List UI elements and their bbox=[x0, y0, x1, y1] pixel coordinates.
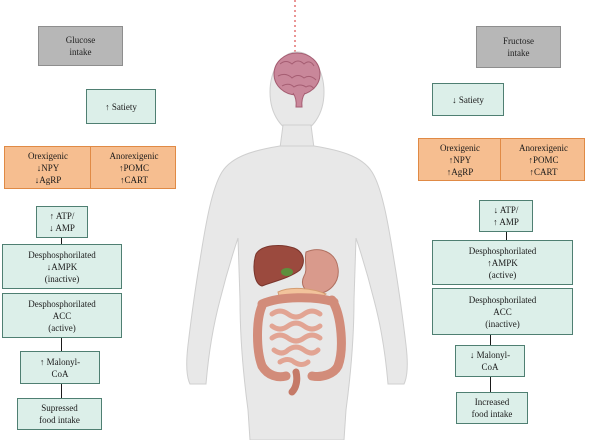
left-acc-line-3: (active) bbox=[48, 322, 76, 333]
left-ampk-line-2: ↓AMPK bbox=[46, 261, 78, 272]
right-acc-line-3: (inactive) bbox=[485, 318, 520, 329]
right-acc-line-2: ACC bbox=[493, 306, 512, 317]
gallbladder-icon bbox=[281, 268, 293, 276]
right-connector-3 bbox=[490, 377, 491, 392]
right-anorexigenic-group: Anorexigenic ↑POMC ↑CART bbox=[501, 139, 586, 180]
left-anorexigenic-title: Anorexigenic bbox=[109, 150, 159, 161]
right-orange-divider bbox=[500, 139, 501, 180]
left-malonyl-line-2: CoA bbox=[51, 368, 69, 379]
right-ampk-line-3: (active) bbox=[488, 269, 517, 280]
right-food-intake-box: Increased food intake bbox=[456, 392, 528, 424]
right-malonyl-box: ↓ Malonyl- CoA bbox=[455, 345, 525, 377]
left-cart: ↑CART bbox=[120, 174, 148, 185]
right-anorexigenic-title: Anorexigenic bbox=[519, 142, 568, 153]
left-malonyl-line-1: ↑ Malonyl- bbox=[39, 356, 81, 367]
right-orexigenic-title: Orexigenic bbox=[440, 142, 480, 153]
right-food-line-2: food intake bbox=[471, 409, 513, 419]
right-atp-label: ↓ ATP/ bbox=[493, 205, 519, 215]
right-satiety-box: ↓ Satiety bbox=[432, 83, 504, 116]
right-acc-line-1: Desphosphorilated bbox=[468, 294, 537, 305]
fructose-intake-box: Fructose intake bbox=[476, 26, 561, 68]
left-ampk-box: Desphosphorilated ↓AMPK (inactive) bbox=[2, 244, 122, 289]
left-agrp: ↓AgRP bbox=[34, 174, 62, 185]
fructose-intake-label-2: intake bbox=[507, 48, 530, 58]
left-orexigenic-title: Orexigenic bbox=[28, 150, 68, 161]
right-food-line-1: Increased bbox=[474, 397, 510, 407]
glucose-intake-label-2: intake bbox=[69, 47, 92, 57]
left-food-line-2: food intake bbox=[39, 415, 80, 425]
right-acc-box: Desphosphorilated ACC (inactive) bbox=[432, 288, 573, 335]
right-atp-amp-box: ↓ ATP/ ↑ AMP bbox=[479, 200, 533, 232]
right-malonyl-line-1: ↓ Malonyl- bbox=[469, 350, 511, 360]
left-acc-box: Desphosphorilated ACC (active) bbox=[2, 293, 122, 338]
left-orexigenic-group: Orexigenic ↓NPY ↓AgRP bbox=[5, 147, 91, 188]
right-cart: ↑CART bbox=[529, 166, 558, 177]
right-satiety-label: ↓ Satiety bbox=[452, 94, 484, 105]
left-neuropeptide-box: Orexigenic ↓NPY ↓AgRP Anorexigenic ↑POMC… bbox=[4, 146, 176, 189]
right-ampk-line-1: Desphosphorilated bbox=[468, 245, 537, 256]
brain-icon bbox=[273, 52, 321, 108]
liver-icon bbox=[253, 245, 304, 287]
right-orexigenic-group: Orexigenic ↑NPY ↑AgRP bbox=[419, 139, 501, 180]
rectum-icon bbox=[288, 368, 301, 396]
left-ampk-line-3: (inactive) bbox=[44, 273, 80, 284]
left-malonyl-box: ↑ Malonyl- CoA bbox=[20, 351, 100, 384]
glucose-intake-label-1: Glucose bbox=[65, 35, 96, 45]
right-npy: ↑NPY bbox=[448, 154, 472, 165]
left-connector-2 bbox=[61, 338, 62, 351]
left-acc-line-1: Desphosphorilated bbox=[28, 298, 96, 309]
right-amp-label: ↑ AMP bbox=[493, 217, 519, 227]
left-satiety-label: ↑ Satiety bbox=[105, 101, 137, 112]
left-atp-amp-box: ↑ ATP/ ↓ AMP bbox=[36, 206, 88, 238]
small-intestine-icon bbox=[269, 308, 323, 367]
large-intestine-icon bbox=[253, 293, 346, 382]
right-ampk-line-2: ↑AMPK bbox=[487, 257, 518, 268]
left-food-line-1: Supressed bbox=[41, 403, 78, 413]
left-pomc: ↑POMC bbox=[118, 162, 149, 173]
left-orange-divider bbox=[90, 147, 91, 188]
left-food-intake-box: Supressed food intake bbox=[17, 398, 102, 430]
left-acc-line-2: ACC bbox=[52, 310, 72, 321]
right-connector-1 bbox=[506, 232, 507, 240]
right-malonyl-line-2: CoA bbox=[481, 362, 499, 372]
right-neuropeptide-box: Orexigenic ↑NPY ↑AgRP Anorexigenic ↑POMC… bbox=[418, 138, 585, 181]
right-ampk-box: Desphosphorilated ↑AMPK (active) bbox=[432, 240, 573, 285]
right-pomc: ↑POMC bbox=[528, 154, 559, 165]
fructose-intake-label-1: Fructose bbox=[503, 36, 534, 46]
right-agrp: ↑AgRP bbox=[446, 166, 474, 177]
left-atp-label: ↑ ATP/ bbox=[49, 211, 75, 221]
left-satiety-box: ↑ Satiety bbox=[86, 89, 156, 124]
left-anorexigenic-group: Anorexigenic ↑POMC ↑CART bbox=[91, 147, 177, 188]
left-amp-label: ↓ AMP bbox=[49, 223, 75, 233]
left-ampk-line-1: Desphosphorilated bbox=[28, 249, 96, 260]
glucose-intake-box: Glucose intake bbox=[38, 26, 123, 66]
left-connector-3 bbox=[61, 384, 62, 398]
left-npy: ↓NPY bbox=[36, 162, 60, 173]
right-connector-2 bbox=[490, 335, 491, 345]
left-connector-1 bbox=[61, 238, 62, 244]
